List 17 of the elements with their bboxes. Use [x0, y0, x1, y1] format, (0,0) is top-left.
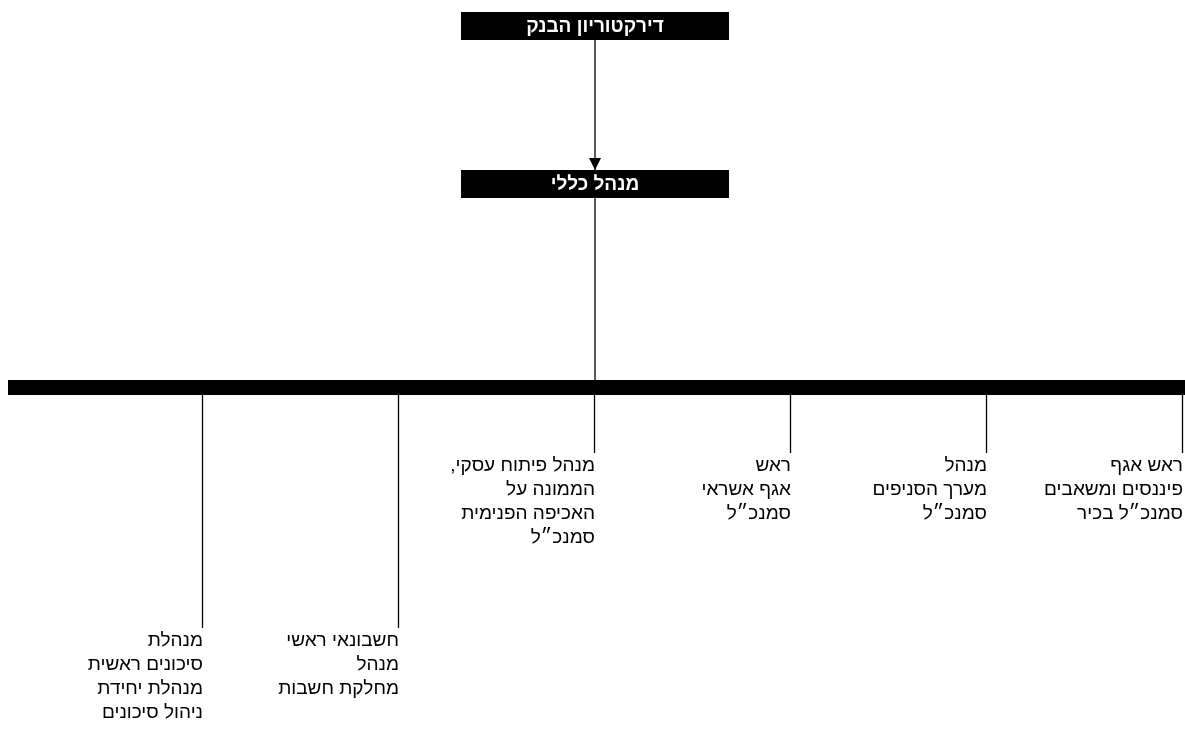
position-label: מנהל מערך הסניפים סמנכ״ל [807, 453, 987, 525]
connector-line [594, 197, 596, 381]
position-label: מנהל פיתוח עסקי, הממונה על האכיפה הפנימית סמנכ״ל [445, 453, 595, 549]
position-label: ראש אגף אשראי סמנכ״ל [611, 453, 791, 525]
position-label: מנהלת סיכונים ראשית מנהלת יחידת ניהול סיכונים [68, 628, 203, 724]
connector-line [593, 394, 596, 454]
connector-bar [8, 380, 1185, 395]
position-label: ראש אגף פיננסים ומשאבים סמנכ״ל בכיר [1003, 453, 1183, 525]
position-label: חשבונאי ראשי מנהל מחלקת חשבות [219, 628, 399, 700]
connector-line [789, 394, 792, 454]
title-box: מנהל כללי [461, 170, 729, 198]
connector-line [201, 394, 204, 629]
connector-line [985, 394, 988, 454]
connector-line [397, 394, 400, 629]
title-box: דירקטוריון הבנק [461, 12, 729, 40]
arrow [589, 39, 601, 171]
connector-line [1181, 394, 1184, 454]
